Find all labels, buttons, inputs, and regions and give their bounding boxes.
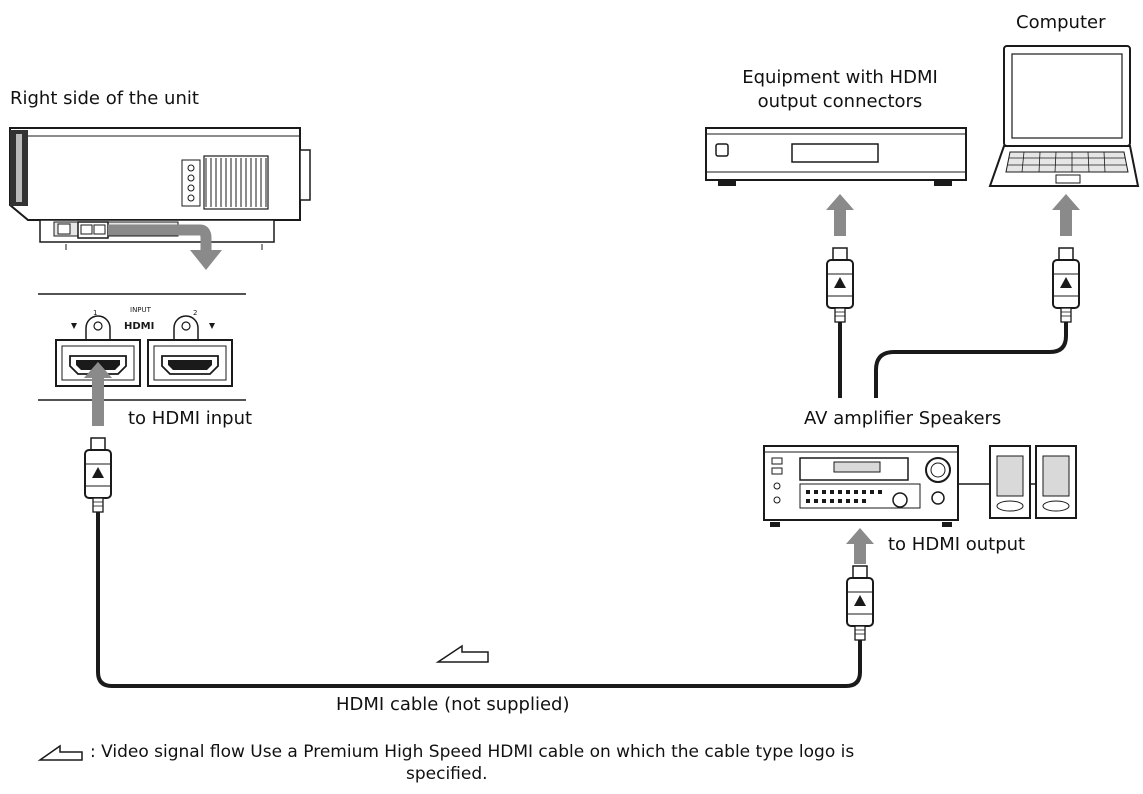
to-hdmi-input-label: to HDMI input: [128, 408, 253, 429]
output-arrow-amp: [846, 528, 874, 564]
projector-label: Right side of the unit: [10, 88, 199, 109]
hdmi-equipment: [705, 127, 967, 186]
speakers: [989, 445, 1077, 519]
footnote-line1: : Video signal flow Use a Premium High S…: [90, 742, 855, 762]
computer-label: Computer: [1016, 12, 1106, 33]
hdmi-plug-left: [84, 437, 112, 513]
hdmi-plug-amp: [846, 565, 874, 641]
cable-amp-computer: [874, 322, 1068, 398]
port1-number: 1: [93, 309, 97, 317]
input-arrow: [84, 362, 112, 426]
hdmi-cable: [96, 512, 862, 688]
footnote-line2: specified.: [406, 764, 488, 784]
output-arrow-equipment: [826, 194, 854, 236]
equipment-label: Equipment with HDMI output connectors: [742, 67, 938, 112]
output-arrow-computer: [1052, 194, 1080, 236]
hdmi-logo: HDMI: [124, 321, 154, 332]
signal-flow-symbol: [435, 644, 489, 663]
input-label: INPUT: [130, 306, 152, 314]
hdmi-input-panel: 1 2 INPUT HDMI: [38, 293, 246, 401]
av-amplifier-label: AV amplifier Speakers: [804, 408, 1002, 429]
hdmi-plug-equipment: [826, 247, 854, 323]
projector: [9, 127, 311, 270]
to-hdmi-output-label: to HDMI output: [888, 534, 1026, 555]
signal-flow-legend-icon: [37, 744, 83, 761]
cable-label: HDMI cable (not supplied): [336, 694, 570, 715]
av-amplifier: [763, 445, 990, 527]
computer: [988, 45, 1140, 187]
hdmi-plug-computer: [1052, 247, 1080, 323]
port2-number: 2: [193, 309, 197, 317]
footnote: : Video signal flow Use a Premium High S…: [90, 741, 990, 785]
